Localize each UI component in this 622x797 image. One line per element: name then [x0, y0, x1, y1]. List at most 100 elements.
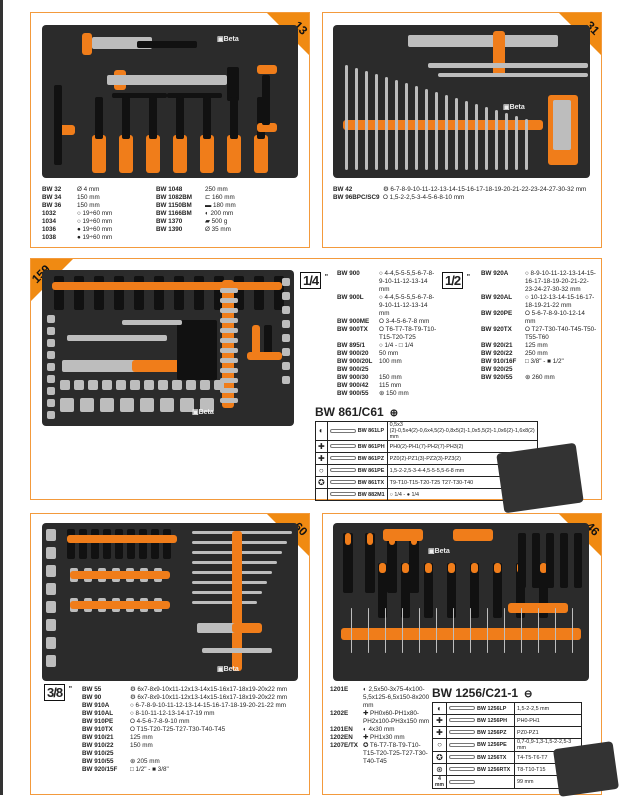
- tool-shape: [47, 387, 55, 395]
- tool-shape: [94, 276, 104, 310]
- bit-sizes: PH0-PH1: [514, 714, 582, 727]
- bit-image: [449, 755, 475, 760]
- tool-shape: [351, 608, 352, 653]
- article-code: BW 920/21: [481, 342, 513, 349]
- beta-logo: ▣Beta: [192, 409, 214, 416]
- tool-shape: [447, 563, 456, 618]
- tool-shape: [47, 315, 55, 323]
- tool-shape: [177, 320, 217, 380]
- bit-image: [329, 468, 356, 473]
- article-code: BW 900TX: [337, 326, 368, 333]
- bit-code-label: BW 861PE: [357, 467, 385, 474]
- tool-shape: [379, 563, 386, 573]
- beta-logo: ▣Beta: [217, 666, 239, 673]
- bit-code-label: BW 882M1: [357, 491, 385, 498]
- bit-code-label: BW 1256PE: [477, 742, 507, 748]
- tool-shape: [192, 601, 257, 604]
- tool-shape: [88, 380, 98, 390]
- tool-shape: [419, 608, 420, 653]
- tool-shape: [282, 362, 290, 370]
- bit-sizes: PZ0-PZ1: [514, 726, 582, 739]
- bitset-row: BW 882M1○ 1/4 - ● 1/4: [315, 488, 538, 501]
- drive-unit: ": [68, 686, 72, 693]
- tool-shape: [46, 529, 56, 541]
- tool-shape: [282, 348, 290, 356]
- tool-shape: [186, 380, 196, 390]
- spec-row: BW 920A○ 8-9-10-11-12-13-14-15-16-17-18-…: [481, 270, 597, 294]
- tool-shape: [220, 288, 238, 293]
- article-spec: 125 mm: [525, 342, 548, 349]
- article-code: 1032: [42, 210, 57, 217]
- tool-shape: [70, 571, 170, 579]
- article-code: 1036: [42, 226, 57, 233]
- tool-shape: [445, 95, 448, 170]
- tool-shape: [368, 608, 369, 653]
- tool-shape: [140, 398, 154, 412]
- tool-shape: [220, 348, 238, 353]
- bit-case-image: [552, 741, 620, 797]
- tool-shape: [144, 380, 154, 390]
- tool-shape: [54, 85, 62, 165]
- article-spec: [525, 366, 597, 374]
- tool-shape: [74, 380, 84, 390]
- article-code: BW 55: [82, 686, 102, 693]
- bit-code-label: BW 861LP: [357, 428, 385, 434]
- tool-shape: [470, 608, 471, 653]
- article-code: 1034: [42, 218, 57, 225]
- spec-row: 1202E✚ PH0x60-PH1x80-PH2x100-PH3x150 mm: [330, 710, 430, 726]
- tool-shape: [47, 351, 55, 359]
- tool-shape: [546, 533, 554, 588]
- bit-type-icon: ✪: [315, 476, 328, 489]
- tool-shape: [67, 535, 177, 543]
- article-spec: 250 mm: [525, 350, 548, 357]
- article-code: BW 32: [42, 186, 62, 193]
- article-spec: □ 1/2" - ■ 3/8": [130, 766, 169, 773]
- tool-shape: [254, 276, 264, 310]
- tool-shape: [402, 608, 403, 653]
- tool-shape: [385, 608, 386, 653]
- article-spec: 125 mm: [130, 734, 153, 741]
- article-spec: ○ 8-10-11-12-13-14-17-19 mm: [130, 710, 215, 717]
- tool-shape: [453, 608, 454, 653]
- bit-code: BW 1256PZ: [446, 726, 515, 739]
- tool-shape: [282, 292, 290, 300]
- article-code: BW 900L: [337, 294, 364, 301]
- tool-shape: [232, 623, 262, 633]
- bit-code: [446, 775, 515, 789]
- tool-shape: [174, 276, 184, 310]
- bit-image: [449, 730, 475, 735]
- bit-image: [449, 779, 475, 784]
- tool-shape: [247, 352, 282, 360]
- tool-shape: [220, 358, 238, 363]
- tool-shape: [220, 328, 238, 333]
- article-code: 1038: [42, 234, 57, 241]
- bit-image: [329, 428, 356, 433]
- tool-shape: [79, 529, 87, 559]
- tool-shape: [402, 563, 409, 573]
- tool-shape: [91, 529, 99, 559]
- tool-shape: [438, 73, 588, 77]
- bit-code: BW 1256TX: [446, 751, 515, 764]
- bit-type-icon: ✚: [432, 726, 447, 739]
- tool-shape: [122, 320, 182, 325]
- article-code: BW 910/16F: [481, 358, 517, 365]
- article-code: BW 920TX: [481, 326, 512, 333]
- bit-code: BW 861TX: [326, 476, 388, 489]
- spec-row: BW 895/1○ 1/4 - □ 1/4: [337, 342, 439, 350]
- beta-logo: ▣Beta: [503, 104, 525, 111]
- tool-shape: [505, 113, 508, 170]
- tool-shape: [46, 637, 56, 649]
- drive-size-half: 1/2": [442, 272, 470, 289]
- specs-quarter-inch: BW 900○ 4-4,5-5-5,5-6-7-8-9-10-11-12-13-…: [337, 270, 439, 398]
- tool-shape: [146, 135, 160, 173]
- tool-shape: [494, 563, 501, 573]
- article-spec: ○ 4-4,5-5-5,5-6-7-8-9-10-11-12-13-14 mm: [379, 294, 435, 317]
- tool-shape: [214, 380, 224, 390]
- tool-shape: [107, 75, 227, 85]
- tool-shape: [485, 107, 488, 170]
- bit-sizes: 0,5x3 (2)-0,5x4(2)-0,6x4,5(2)-0,8x5(2)-1…: [386, 421, 538, 441]
- tool-shape: [139, 529, 147, 559]
